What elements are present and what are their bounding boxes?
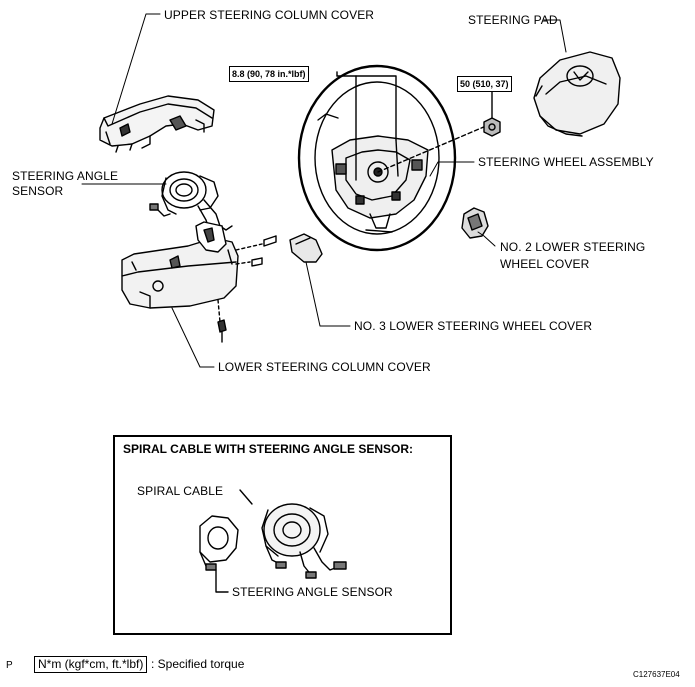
inset-spiral-cable-drawing <box>239 489 347 579</box>
label-no2-lower-steering-wheel-cover-line2: WHEEL COVER <box>500 257 590 271</box>
label-no2-lower-steering-wheel-cover-line1: NO. 2 LOWER STEERING <box>500 240 646 254</box>
inset-box: SPIRAL CABLE WITH STEERING ANGLE SENSOR: <box>113 435 452 635</box>
torque-pad-screw: 8.8 (90, 78 in.*lbf) <box>229 66 309 82</box>
label-steering-angle-sensor-line1: STEERING ANGLE <box>12 169 119 183</box>
legend-unit-box: N*m (kgf*cm, ft.*lbf) <box>34 656 148 673</box>
label-steering-angle-sensor-line2: SENSOR <box>12 184 64 198</box>
inset-title: SPIRAL CABLE WITH STEERING ANGLE SENSOR: <box>123 442 414 456</box>
no3-lower-steering-wheel-cover-drawing <box>289 233 323 263</box>
label-spiral-cable: SPIRAL CABLE <box>137 484 224 498</box>
page-mark: P <box>6 660 13 671</box>
steering-pad-drawing <box>533 51 621 137</box>
label-lower-steering-column-cover: LOWER STEERING COLUMN COVER <box>218 360 431 374</box>
steering-wheel-nut-drawing <box>483 91 501 137</box>
figure-code: C127637E04 <box>633 670 680 679</box>
label-leader-lines <box>81 13 567 368</box>
label-steering-pad: STEERING PAD <box>468 13 558 27</box>
inset-angle-sensor-drawing <box>199 515 239 593</box>
torque-wheel-nut: 50 (510, 37) <box>457 76 512 92</box>
lower-steering-column-cover-drawing <box>121 221 277 343</box>
no2-lower-steering-wheel-cover-drawing <box>461 207 489 239</box>
steering-wheel-assembly-drawing <box>297 64 487 252</box>
label-no3-lower-steering-wheel-cover: NO. 3 LOWER STEERING WHEEL COVER <box>354 319 593 333</box>
legend-specified-torque: : Specified torque <box>151 657 245 671</box>
upper-steering-column-cover-drawing <box>99 95 215 153</box>
label-steering-wheel-assembly: STEERING WHEEL ASSEMBLY <box>478 155 654 169</box>
label-inset-steering-angle-sensor: STEERING ANGLE SENSOR <box>232 585 393 599</box>
label-upper-steering-column-cover: UPPER STEERING COLUMN COVER <box>164 8 375 22</box>
